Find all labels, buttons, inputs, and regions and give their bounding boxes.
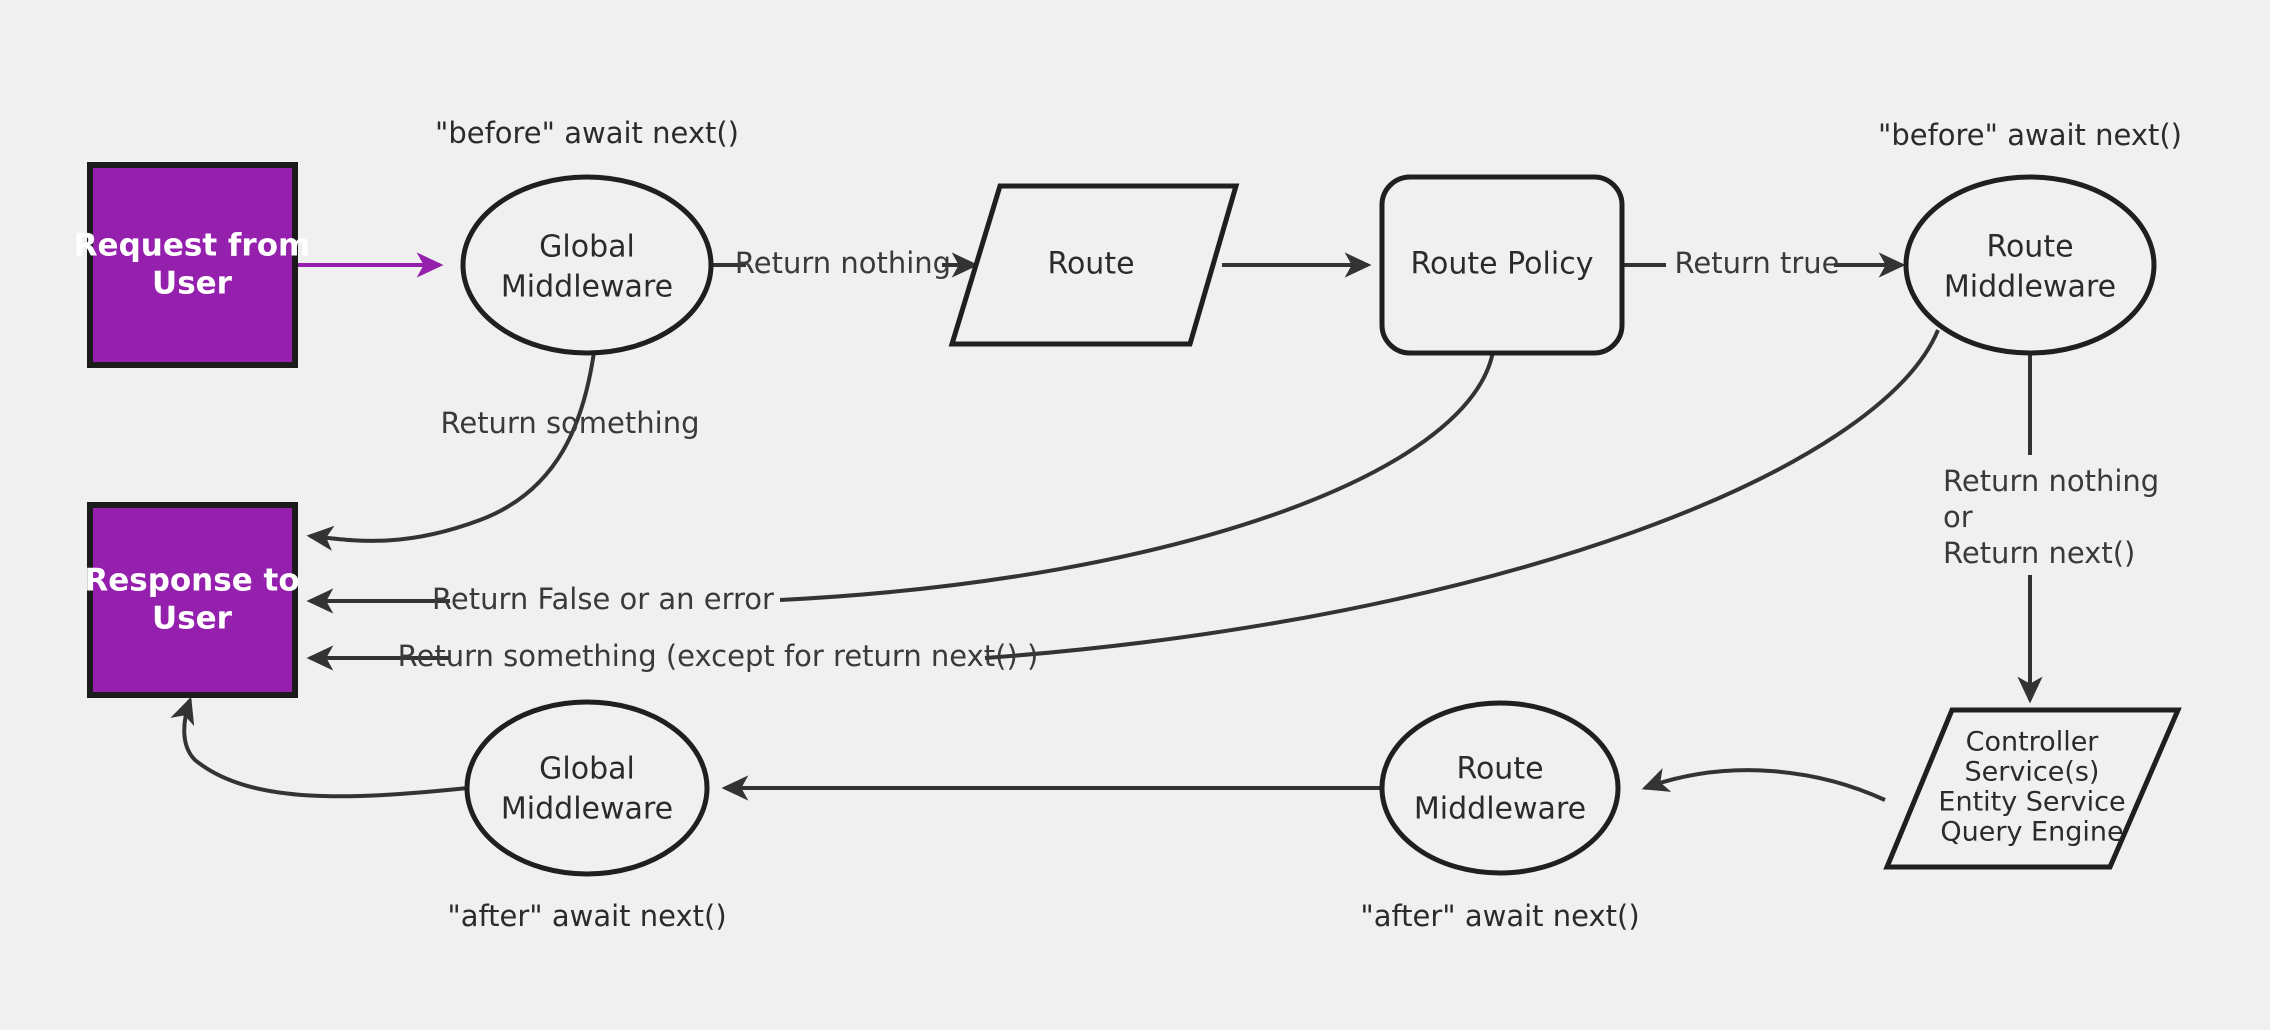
- response-to-user-label-line2: User: [152, 601, 233, 637]
- node-route-policy[interactable]: Route Policy: [1379, 174, 1625, 356]
- edge-label-return-nothing-or-next-line2: or: [1943, 500, 1973, 534]
- controller-label-line4: Query Engine: [1940, 817, 2123, 848]
- edge-label-return-false-or-error: Return False or an error: [432, 582, 774, 616]
- route-policy-box[interactable]: [1379, 174, 1625, 356]
- global-middleware-top-label-line2: Middleware: [501, 270, 673, 305]
- edge-label-return-something-except: Return something (except for return next…: [398, 639, 1039, 673]
- caption-after-await-next-global: "after" await next(): [447, 899, 726, 933]
- edge-global-middleware-bottom-to-response: [170, 696, 469, 799]
- caption-before-await-next-global: "before" await next(): [435, 116, 739, 150]
- controller-label-line3: Entity Service: [1938, 787, 2125, 818]
- route-middleware-bottom-label-line1: Route: [1456, 752, 1543, 787]
- route-middleware-bottom-label-line2: Middleware: [1414, 792, 1586, 827]
- node-global-middleware-top[interactable]: Global Middleware: [460, 174, 714, 356]
- controller-label-line2: Service(s): [1965, 757, 2100, 788]
- response-to-user-label-line1: Response to: [84, 563, 299, 599]
- edge-label-return-nothing: Return nothing: [735, 246, 951, 280]
- node-route[interactable]: Route: [948, 183, 1240, 347]
- request-from-user-box[interactable]: [87, 162, 298, 368]
- node-global-middleware-bottom[interactable]: Global Middleware: [464, 699, 710, 877]
- route-middleware-top-label-line1: Route: [1986, 230, 2073, 265]
- route-middleware-bottom-ellipse[interactable]: [1379, 700, 1621, 876]
- global-middleware-top-label-line1: Global: [539, 230, 635, 265]
- global-middleware-top-ellipse[interactable]: [460, 174, 714, 356]
- global-middleware-bottom-ellipse[interactable]: [464, 699, 710, 877]
- edge-label-return-nothing-or-next-line1: Return nothing: [1943, 464, 2159, 498]
- node-route-middleware-top[interactable]: Route Middleware: [1903, 174, 2157, 356]
- response-to-user-box[interactable]: [87, 502, 298, 698]
- edge-route-middleware-to-response-curve: [984, 329, 1940, 660]
- edge-label-return-something: Return something: [441, 406, 700, 440]
- node-route-middleware-bottom[interactable]: Route Middleware: [1379, 700, 1621, 876]
- edge-label-return-true: Return true: [1675, 246, 1840, 280]
- route-middleware-top-ellipse[interactable]: [1903, 174, 2157, 356]
- route-parallelogram[interactable]: [948, 183, 1240, 347]
- edge-route-policy-to-response-curve: [779, 344, 1496, 602]
- edge-global-middleware-to-response-curve: [306, 351, 596, 551]
- caption-after-await-next-route: "after" await next(): [1360, 899, 1639, 933]
- node-response-to-user[interactable]: Response to User: [84, 502, 300, 698]
- global-middleware-bottom-label-line1: Global: [539, 752, 635, 787]
- caption-before-await-next-route: "before" await next(): [1878, 118, 2182, 152]
- request-from-user-label-line2: User: [152, 266, 233, 302]
- controller-label-line1: Controller: [1966, 727, 2100, 758]
- request-from-user-label-line1: Request from: [74, 228, 311, 264]
- edge-label-return-nothing-or-next-line3: Return next(): [1943, 536, 2135, 570]
- route-label: Route: [1047, 247, 1134, 282]
- edge-controller-to-route-middleware-bottom: [1641, 768, 1886, 802]
- route-middleware-top-label-line2: Middleware: [1944, 270, 2116, 305]
- controller-parallelogram[interactable]: [1883, 707, 2182, 870]
- route-policy-label: Route Policy: [1411, 247, 1594, 282]
- node-controller-services[interactable]: Controller Service(s) Entity Service Que…: [1883, 707, 2182, 870]
- node-request-from-user[interactable]: Request from User: [74, 162, 311, 368]
- global-middleware-bottom-label-line2: Middleware: [501, 792, 673, 827]
